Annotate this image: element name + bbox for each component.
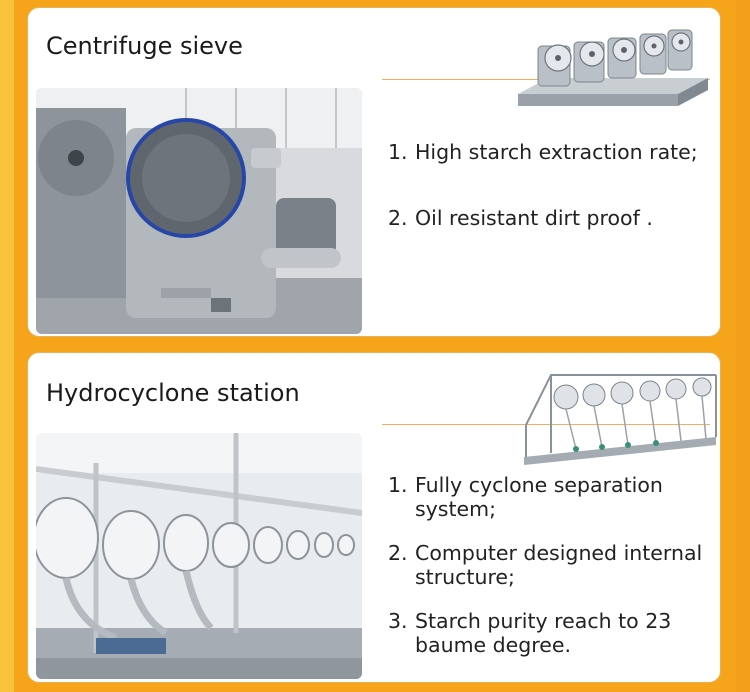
title-divider	[382, 424, 710, 425]
feature-list: 1. High starch extraction rate; 2. Oil r…	[388, 140, 713, 272]
hydrocyclone-station-photo	[36, 433, 362, 679]
section-title: Centrifuge sieve	[46, 32, 243, 60]
item-number: 2.	[388, 206, 408, 230]
left-edge-strip	[0, 0, 14, 692]
item-text: High starch extraction rate;	[415, 140, 698, 164]
list-item: 3. Starch purity reach to 23 baume degre…	[388, 609, 713, 657]
item-number: 1.	[388, 140, 408, 164]
hydrocyclone-station-card: Hydrocyclone station	[27, 352, 721, 683]
item-number: 1.	[388, 473, 408, 497]
centrifuge-sieve-card: Centrifuge sieve	[27, 7, 721, 337]
item-text: Computer designed internal structure;	[415, 541, 703, 589]
right-edge-strip	[736, 0, 750, 692]
item-text: Oil resistant dirt proof .	[415, 206, 653, 230]
list-item: 2. Computer designed internal structure;	[388, 541, 713, 589]
feature-list: 1. Fully cyclone separation system; 2. C…	[388, 473, 713, 677]
item-text: Starch purity reach to 23 baume degree.	[415, 609, 672, 657]
list-item: 1. Fully cyclone separation system;	[388, 473, 713, 521]
hydrocyclone-render-image	[524, 374, 717, 465]
centrifuge-sieve-render-image	[518, 29, 708, 106]
list-item: 2. Oil resistant dirt proof .	[388, 206, 713, 230]
centrifuge-sieve-photo	[36, 88, 362, 334]
item-number: 2.	[388, 541, 408, 565]
section-title: Hydrocyclone station	[46, 379, 300, 407]
list-item: 1. High starch extraction rate;	[388, 140, 713, 164]
item-number: 3.	[388, 609, 408, 633]
item-text: Fully cyclone separation system;	[415, 473, 663, 521]
